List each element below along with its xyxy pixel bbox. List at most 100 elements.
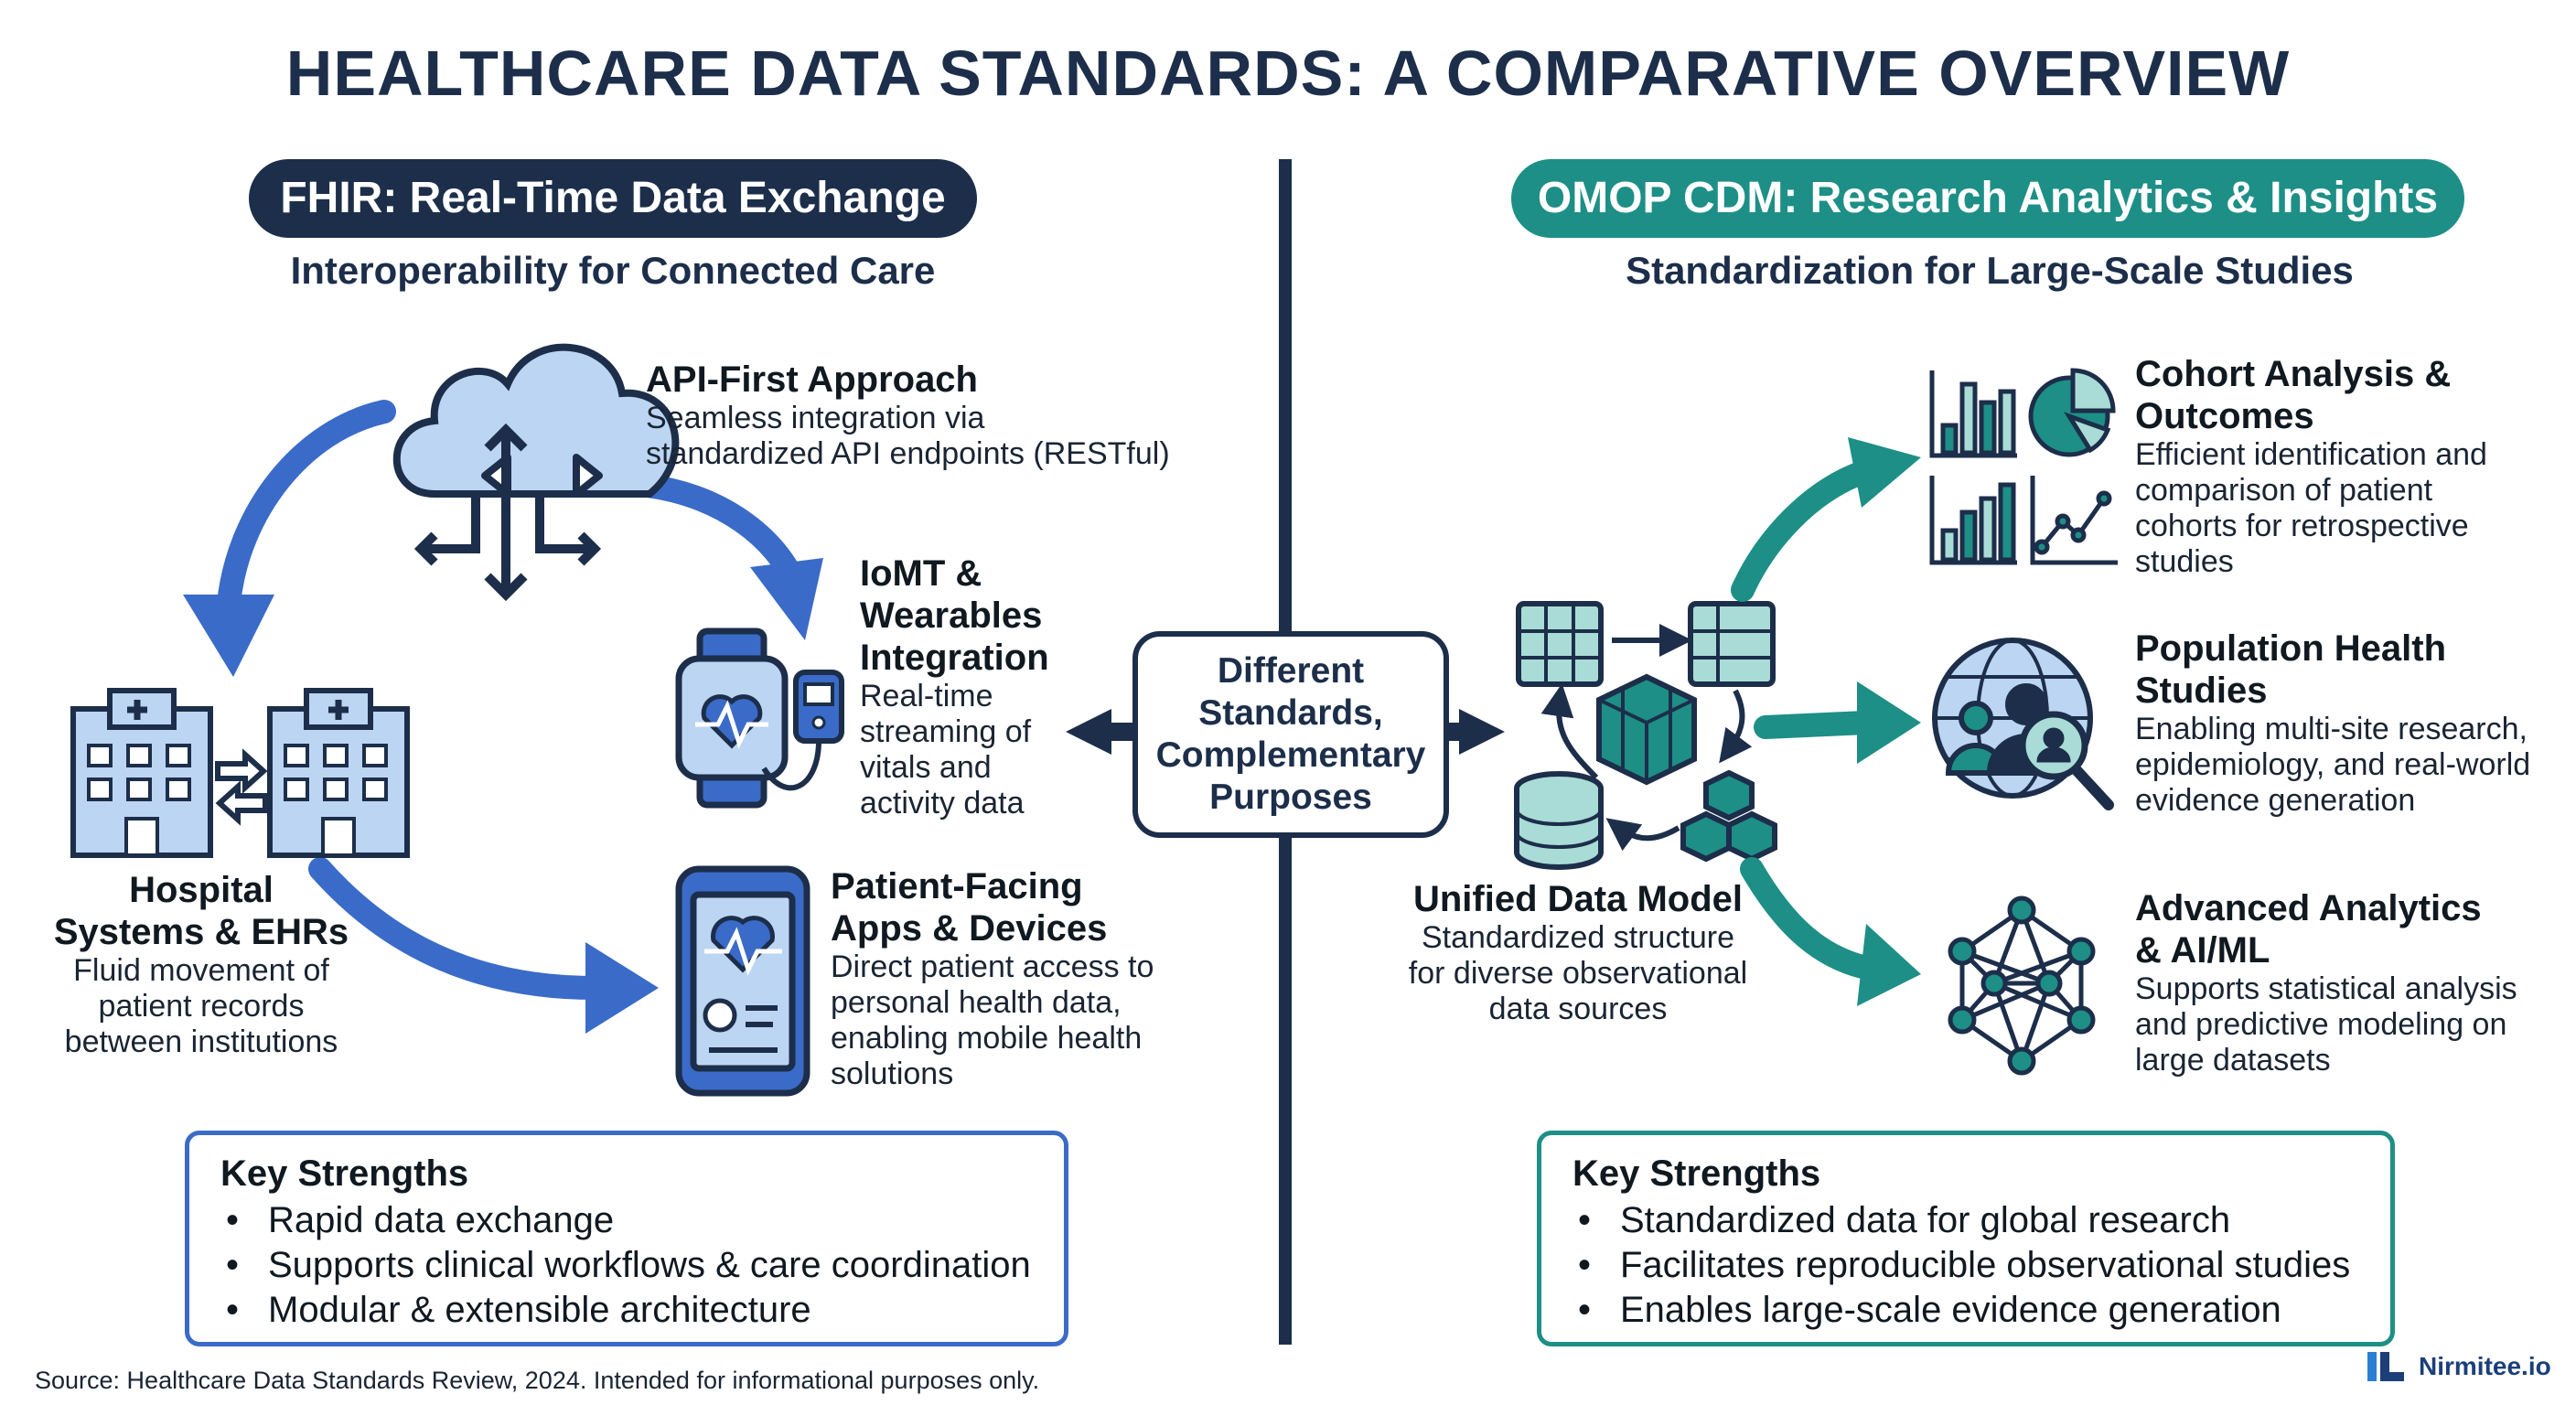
population-desc-line: evidence generation	[2135, 783, 2416, 818]
smartwatch-icon	[675, 627, 789, 809]
population-desc-line: Enabling multi-site research,	[2135, 712, 2528, 746]
unified-data-model-icon	[1514, 601, 1777, 870]
cohort-desc-line: comparison of patient	[2135, 473, 2433, 508]
iomt-desc-line: streaming of	[860, 714, 1032, 749]
unified-desc-line: data sources	[1488, 992, 1668, 1026]
pie-chart-icon	[2028, 368, 2116, 457]
api-first-desc-line: Seamless integration via	[646, 401, 985, 435]
apps-desc-line: Direct patient access to	[831, 949, 1154, 984]
brand-mark-icon	[2367, 1352, 2404, 1381]
omop-subtitle: Standardization for Large-Scale Studies	[1626, 249, 2354, 292]
hospital-desc-line: patient records	[98, 989, 305, 1024]
iomt-title-line: Wearables	[860, 595, 1043, 636]
cohort-desc-line: cohorts for retrospective	[2135, 509, 2469, 543]
iomt-title-line: Integration	[860, 638, 1049, 678]
hospital-icon	[70, 688, 213, 858]
hub-line: Purposes	[1209, 778, 1372, 817]
cohort-desc-line: studies	[2135, 544, 2234, 579]
arrowhead-apps	[585, 942, 659, 1034]
fhir-key-strengths: Key Strengths Rapid data exchange Suppor…	[185, 1131, 1068, 1346]
apps-title-line: Patient-Facing	[831, 866, 1083, 906]
omop-heading: OMOP CDM: Research Analytics & Insights	[1511, 159, 2464, 238]
cloud-icon	[392, 343, 680, 602]
arrow-cloud-to-hospital	[217, 400, 396, 616]
unified-data-model-item: Unified Data Model Standardized structur…	[1390, 878, 1766, 1027]
fhir-subtitle: Interoperability for Connected Care	[290, 249, 936, 292]
analytics-desc-line: and predictive modeling on	[2135, 1007, 2507, 1042]
omop-strengths-heading: Key Strengths	[1572, 1153, 1821, 1194]
fhir-heading: FHIR: Real-Time Data Exchange	[249, 159, 977, 238]
apps-desc-line: personal health data,	[831, 985, 1122, 1020]
bar-chart-icon	[1929, 476, 2017, 565]
arrowhead-cohort	[1848, 437, 1921, 508]
exchange-arrows-icon	[215, 748, 268, 826]
strength-item: Rapid data exchange	[220, 1198, 1033, 1243]
hospital-icon	[267, 688, 410, 858]
iomt-desc-line: activity data	[860, 786, 1025, 820]
hub-box: Different Standards, Complementary Purpo…	[1132, 631, 1449, 838]
analytics-title-line: & AI/ML	[2135, 930, 2270, 971]
population-title-line: Population Health	[2135, 628, 2446, 669]
iomt-desc-line: Real-time	[860, 679, 993, 713]
strength-item: Enables large-scale evidence generation	[1572, 1288, 2359, 1333]
fhir-strengths-heading: Key Strengths	[220, 1153, 469, 1194]
strength-item: Facilitates reproducible observational s…	[1572, 1243, 2359, 1288]
hub-line: Complementary	[1155, 735, 1426, 775]
apps-title-line: Apps & Devices	[831, 908, 1108, 949]
hospital-title-line: Systems & EHRs	[53, 912, 349, 952]
population-health-item: Population Health Studies Enabling multi…	[2135, 627, 2530, 819]
arrowhead-population	[1857, 681, 1921, 764]
fhir-strengths-list: Rapid data exchange Supports clinical wo…	[220, 1198, 1033, 1333]
phone-app-icon	[675, 865, 810, 1097]
patient-apps-item: Patient-Facing Apps & Devices Direct pat…	[831, 865, 1154, 1092]
cohort-analysis-item: Cohort Analysis & Outcomes Efficient ide…	[2135, 353, 2487, 580]
iomt-title-line: IoMT &	[860, 553, 982, 594]
unified-title: Unified Data Model	[1412, 879, 1744, 919]
cohort-title-line: Cohort Analysis &	[2135, 354, 2452, 394]
arrowhead-wearables	[750, 558, 823, 640]
omop-key-strengths: Key Strengths Standardized data for glob…	[1537, 1131, 2395, 1346]
advanced-analytics-item: Advanced Analytics & AI/ML Supports stat…	[2135, 887, 2517, 1078]
strength-item: Modular & extensible architecture	[220, 1288, 1033, 1333]
population-desc-line: epidemiology, and real-world	[2135, 747, 2531, 782]
arrow-to-analytics	[1740, 857, 1887, 981]
arrowhead-hospital	[183, 595, 274, 677]
api-first-desc-line: standardized API endpoints (RESTful)	[646, 436, 1170, 471]
arrow-to-population	[1754, 711, 1878, 739]
sensor-device-icon	[761, 670, 844, 791]
arrow-hospital-to-apps	[308, 857, 606, 1000]
api-first-item: API-First Approach Seamless integration …	[646, 359, 1170, 472]
analytics-desc-line: large datasets	[2135, 1043, 2331, 1078]
cohort-title-line: Outcomes	[2135, 396, 2314, 436]
hospital-systems-item: Hospital Systems & EHRs Fluid movement o…	[37, 869, 366, 1060]
line-chart-icon	[2030, 476, 2118, 565]
bar-chart-icon	[1929, 370, 2017, 458]
hospital-desc-line: Fluid movement of	[73, 953, 329, 988]
strength-item: Standardized data for global research	[1572, 1198, 2359, 1243]
brand-name: Nirmitee.io	[2419, 1352, 2551, 1380]
page-title: HEALTHCARE DATA STANDARDS: A COMPARATIVE…	[285, 38, 2291, 109]
api-first-title: API-First Approach	[646, 359, 978, 400]
hospital-desc-line: between institutions	[64, 1024, 338, 1059]
globe-people-icon	[1932, 638, 2114, 810]
apps-desc-line: enabling mobile health	[831, 1021, 1143, 1056]
iomt-wearables-item: IoMT & Wearables Integration Real-time s…	[860, 552, 1049, 821]
iomt-desc-line: vitals and	[860, 750, 992, 785]
hospital-title-line: Hospital	[129, 870, 274, 910]
hub-line: Different	[1217, 651, 1365, 691]
brand-logo: Nirmitee.io	[2366, 1348, 2551, 1385]
neural-network-icon	[1948, 896, 2096, 1076]
population-title-line: Studies	[2135, 670, 2268, 711]
apps-desc-line: solutions	[831, 1056, 954, 1091]
hub-line: Standards,	[1198, 693, 1383, 733]
arrow-to-cohort	[1731, 459, 1878, 602]
arrowhead-analytics	[1857, 924, 1921, 1006]
strength-item: Supports clinical workflows & care coord…	[220, 1243, 1033, 1288]
omop-strengths-list: Standardized data for global research Fa…	[1572, 1198, 2359, 1333]
unified-desc-line: Standardized structure	[1421, 920, 1735, 955]
source-note: Source: Healthcare Data Standards Review…	[35, 1367, 1040, 1394]
cohort-desc-line: Efficient identification and	[2135, 437, 2487, 472]
analytics-title-line: Advanced Analytics	[2135, 888, 2482, 928]
hub-arrows	[1066, 709, 1505, 755]
